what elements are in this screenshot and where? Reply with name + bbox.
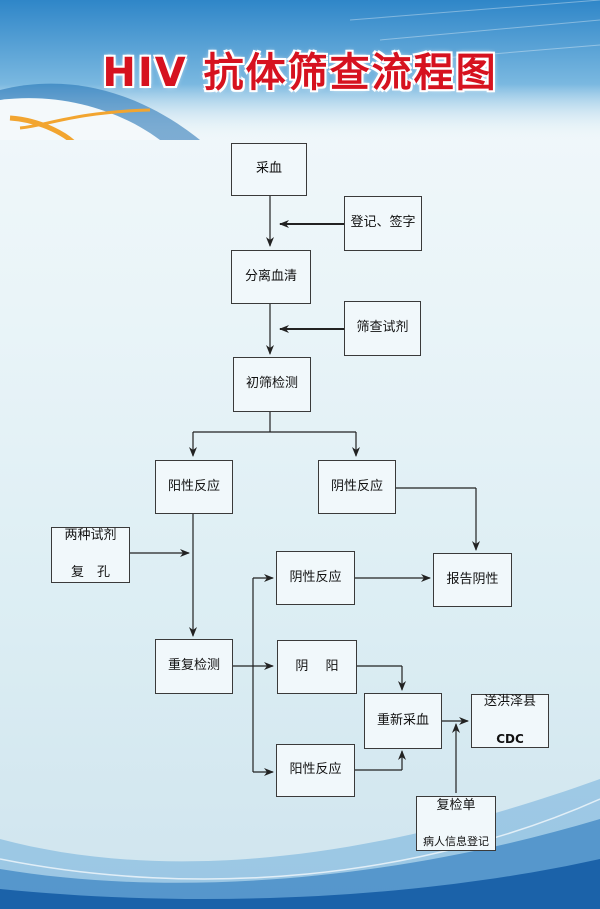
node-chongfu-label: 重复检测: [167, 658, 220, 674]
node-shaicha-shiji-label: 筛查试剂: [356, 320, 409, 336]
node-chushai: 初筛检测: [233, 357, 311, 412]
node-chongxin: 重新采血: [364, 693, 442, 749]
node-fujian-line2: 病人信息登记: [423, 835, 489, 849]
node-yinxing1-label: 阴性反应: [330, 478, 383, 494]
node-fujian-line1: 复检单: [436, 797, 476, 813]
node-fujian: 复检单 病人信息登记: [416, 796, 496, 851]
node-songhong-line1: 送洪泽县: [483, 694, 536, 710]
footer-background: [0, 779, 600, 909]
node-baogao-label: 报告阴性: [446, 571, 499, 587]
node-songhong: 送洪泽县 CDC: [471, 694, 549, 748]
node-caixue-label: 采血: [255, 161, 282, 177]
node-liangzhong-line2: 复 孔: [70, 565, 110, 581]
node-yangxing1: 阳性反应: [155, 460, 233, 514]
node-fenli: 分离血清: [231, 250, 311, 304]
node-songhong-line2: CDC: [496, 732, 524, 747]
node-baogao: 报告阴性: [433, 553, 512, 607]
node-dengji-label: 登记、签字: [350, 215, 416, 231]
node-chushai-label: 初筛检测: [245, 376, 298, 392]
node-liangzhong: 两种试剂 复 孔: [51, 527, 130, 583]
node-yangxing2: 阳性反应: [276, 744, 355, 797]
node-yangxing2-label: 阳性反应: [289, 762, 342, 778]
node-yangxing1-label: 阳性反应: [167, 478, 220, 494]
node-yinxing2-label: 阴性反应: [289, 569, 342, 585]
node-yinxing1: 阴性反应: [318, 460, 396, 514]
node-fenli-label: 分离血清: [244, 268, 297, 284]
header-background: [0, 0, 600, 140]
page-title: HIV 抗体筛查流程图: [102, 50, 498, 96]
node-caixue: 采血: [231, 143, 307, 196]
node-liangzhong-line1: 两种试剂: [64, 527, 117, 543]
node-yinyang-label: 阴 阳: [295, 658, 339, 674]
node-dengji: 登记、签字: [344, 196, 422, 251]
node-chongxin-label: 重新采血: [376, 712, 429, 728]
node-chongfu: 重复检测: [155, 639, 233, 694]
node-shaicha-shiji: 筛查试剂: [344, 301, 421, 356]
node-yinxing2: 阴性反应: [276, 551, 355, 605]
node-yinyang: 阴 阳: [277, 640, 357, 694]
